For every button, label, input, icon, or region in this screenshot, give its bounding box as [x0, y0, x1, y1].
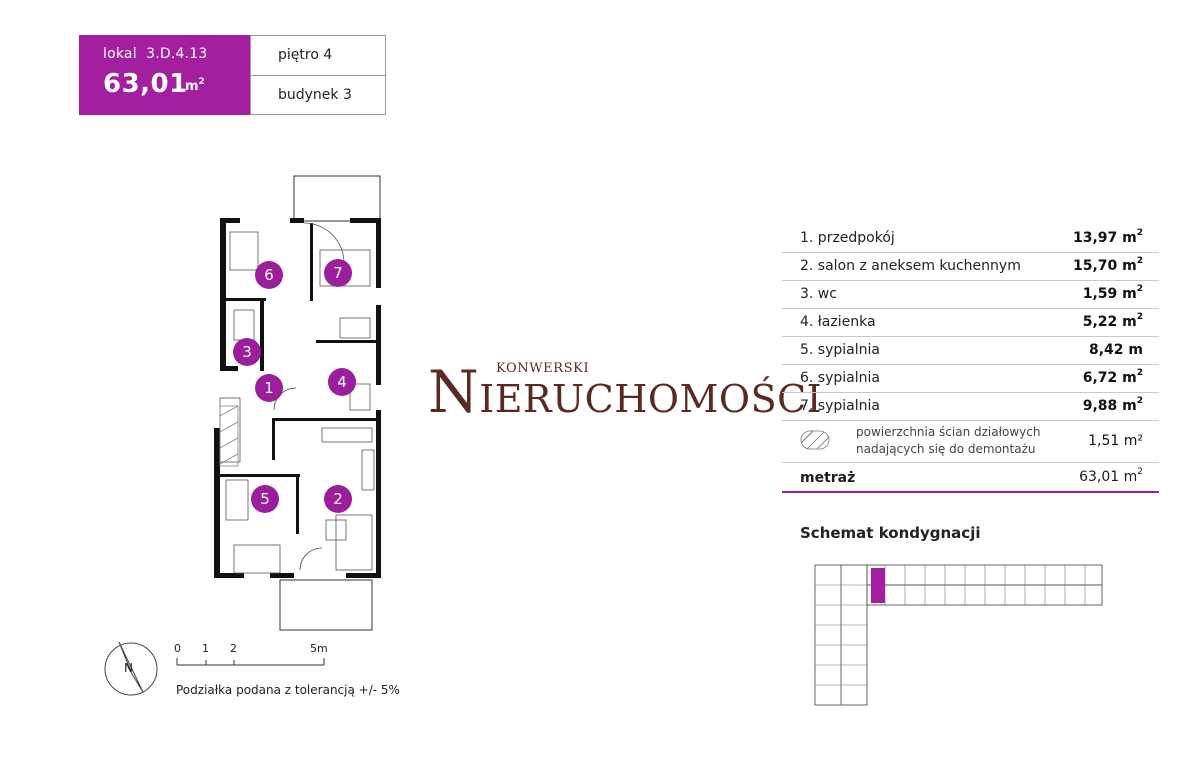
room-marker-6: 6	[255, 261, 283, 289]
partition-line2: nadających się do demontażu	[856, 442, 1036, 456]
floor-plan-drawing	[214, 175, 381, 631]
unit-area: 63,01	[103, 69, 188, 99]
logo-rest: IERUCHOMOŚCI	[479, 377, 823, 421]
room-name: 3. wc	[800, 286, 837, 302]
building-label: budynek 3	[278, 87, 352, 103]
room-area: 13,97 m2	[1072, 228, 1143, 246]
room-marker-3: 3	[233, 338, 261, 366]
scale-label-1: 1	[202, 642, 209, 655]
unit-badge: lokal 3.D.4.13 63,01 m2	[79, 35, 250, 115]
hatch-pattern-icon	[800, 430, 830, 450]
scale-bar: 0 1 2 5m	[170, 640, 340, 670]
room-area: 5,22 m2	[1082, 312, 1143, 330]
floor-plan: 6 7 3 1 4 5 2	[200, 170, 400, 644]
room-marker-5: 5	[251, 485, 279, 513]
room-row: 1. przedpokój 13,97 m2	[782, 225, 1159, 253]
total-label: metraż	[800, 470, 856, 486]
scale-note: Podziałka podana z tolerancją +/- 5%	[176, 683, 400, 697]
partition-description: powierzchnia ścian działowych nadających…	[856, 424, 1040, 458]
logo: NIERUCHOMOŚCI	[428, 358, 822, 426]
partition-area: 1,51 m²	[1088, 433, 1143, 449]
room-row: 6. sypialnia 6,72 m2	[782, 365, 1159, 393]
room-row: 5. sypialnia 8,42 m	[782, 337, 1159, 365]
room-marker-4: 4	[328, 368, 356, 396]
scale-label-0: 0	[174, 642, 181, 655]
highlighted-unit	[871, 568, 885, 603]
scale-label-5m: 5m	[310, 642, 328, 655]
room-marker-2: 2	[324, 485, 352, 513]
logo-initial: N	[428, 358, 480, 426]
room-area-table: 1. przedpokój 13,97 m2 2. salon z anekse…	[782, 225, 1159, 493]
unit-info-box: piętro 4 budynek 3	[250, 35, 386, 115]
room-area: 8,42 m	[1088, 342, 1143, 358]
room-area: 9,88 m2	[1082, 396, 1143, 414]
room-name: 6. sypialnia	[800, 370, 880, 386]
compass-icon: N	[104, 641, 158, 696]
floor-row: piętro 4	[251, 36, 385, 76]
room-name: 1. przedpokój	[800, 230, 895, 246]
room-area: 15,70 m2	[1072, 256, 1143, 274]
total-row: metraż 63,01 m2	[782, 463, 1159, 493]
room-area: 6,72 m2	[1082, 368, 1143, 386]
room-name: 4. łazienka	[800, 314, 876, 330]
scale-ruler	[176, 658, 325, 666]
floor-label: piętro 4	[278, 47, 333, 63]
unit-area-unit: m2	[185, 77, 205, 94]
floor-schema	[814, 564, 1103, 706]
logo-top-text: KONWERSKI	[496, 361, 590, 376]
room-row: 7. sypialnia 9,88 m2	[782, 393, 1159, 421]
building-row: budynek 3	[251, 76, 385, 116]
room-row: 2. salon z aneksem kuchennym 15,70 m2	[782, 253, 1159, 281]
partition-line1: powierzchnia ścian działowych	[856, 425, 1041, 439]
room-name: 5. sypialnia	[800, 342, 880, 358]
scale-label-2: 2	[230, 642, 237, 655]
total-area: 63,01 m2	[1079, 467, 1143, 485]
partition-row: powierzchnia ścian działowych nadających…	[782, 421, 1159, 463]
room-row: 4. łazienka 5,22 m2	[782, 309, 1159, 337]
room-row: 3. wc 1,59 m2	[782, 281, 1159, 309]
room-marker-7: 7	[324, 259, 352, 287]
schemat-title: Schemat kondygnacji	[800, 524, 981, 542]
room-name: 7. sypialnia	[800, 398, 880, 414]
lokal-code: 3.D.4.13	[146, 46, 208, 62]
compass-label: N	[124, 661, 133, 675]
room-marker-1: 1	[255, 374, 283, 402]
room-area: 1,59 m2	[1082, 284, 1143, 302]
room-name: 2. salon z aneksem kuchennym	[800, 258, 1021, 274]
lokal-label: lokal 3.D.4.13	[103, 46, 208, 62]
